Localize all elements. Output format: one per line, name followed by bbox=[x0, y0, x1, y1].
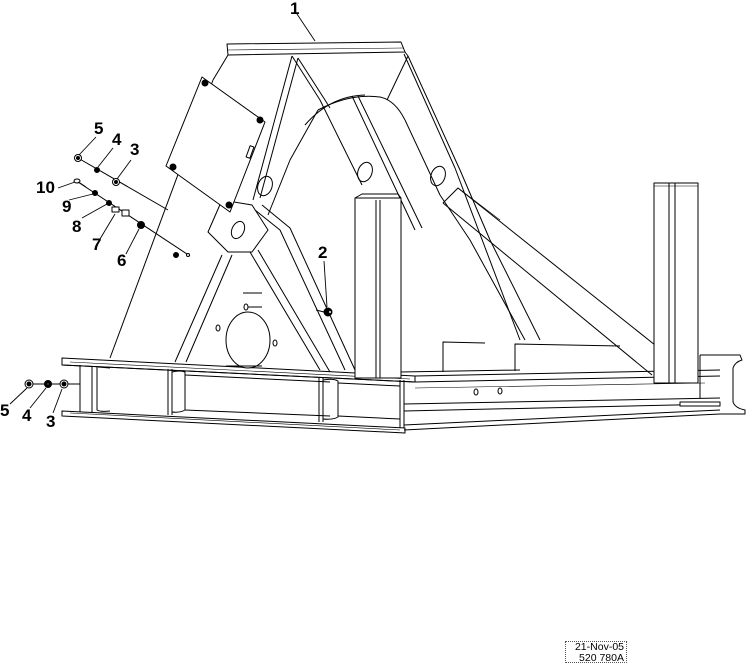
arch-member bbox=[257, 94, 526, 341]
leader-lines bbox=[9, 13, 328, 414]
fastener-stack-base bbox=[24, 379, 80, 389]
cover-plate bbox=[165, 76, 266, 213]
callout-5-base: 5 bbox=[0, 401, 10, 420]
callout-7: 7 bbox=[92, 235, 102, 254]
stamp-code: 520 780A bbox=[579, 652, 624, 664]
callout-3-base: 3 bbox=[46, 412, 56, 431]
vertical-post-right bbox=[653, 182, 699, 384]
callout-1: 1 bbox=[290, 0, 300, 18]
vertical-post-center bbox=[354, 193, 402, 379]
callout-4-base: 4 bbox=[22, 406, 32, 425]
callout-4: 4 bbox=[112, 130, 122, 149]
callout-6: 6 bbox=[117, 251, 127, 270]
callout-8: 8 bbox=[72, 217, 82, 236]
drawing-stamp: 21-Nov-05 520 780A bbox=[565, 641, 627, 664]
rear-base-plates bbox=[399, 341, 621, 373]
diagonal-brace bbox=[442, 187, 656, 376]
lower-legs bbox=[174, 199, 356, 373]
callout-2: 2 bbox=[318, 243, 328, 262]
callout-3: 3 bbox=[130, 140, 140, 159]
callout-5: 5 bbox=[94, 119, 104, 138]
callout-9: 9 bbox=[62, 197, 72, 216]
fastener-item-2 bbox=[315, 307, 333, 317]
callout-10: 10 bbox=[36, 178, 55, 197]
fastener-stack-lower bbox=[73, 178, 191, 258]
base-channel-frame bbox=[61, 357, 416, 434]
base-side-rail bbox=[403, 354, 746, 431]
fastener-stack-upper bbox=[74, 154, 169, 211]
stamp-date: 21-Nov-05 bbox=[574, 641, 624, 653]
